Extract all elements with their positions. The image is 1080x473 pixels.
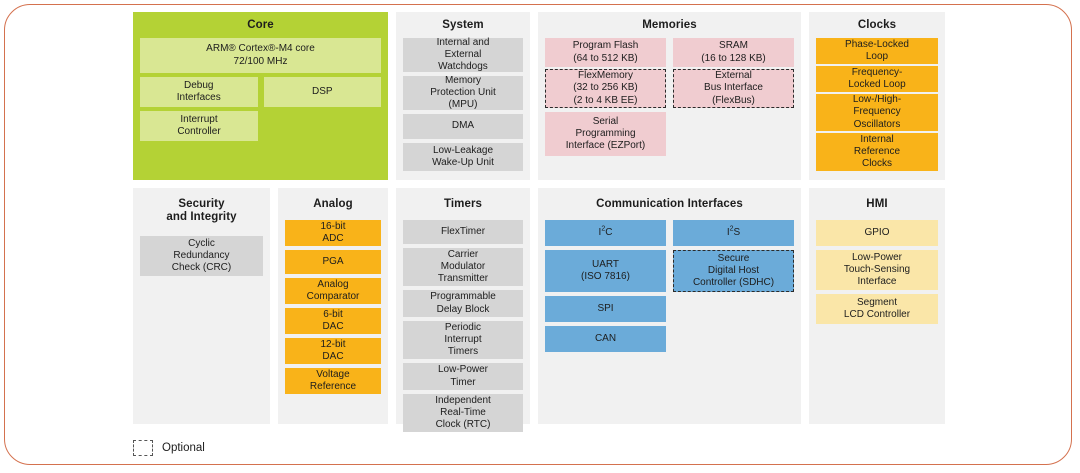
panel-system: System Internal and External Watchdogs M… bbox=[396, 12, 530, 180]
panel-timers: Timers FlexTimer Carrier Modulator Trans… bbox=[396, 188, 530, 432]
block-serial-programming-interface-ezport: Serial Programming Interface (EZPort) bbox=[545, 112, 666, 156]
block-independent-real-time-clock-rtc: Independent Real-Time Clock (RTC) bbox=[403, 394, 523, 432]
panel-security-title: Security and Integrity bbox=[166, 198, 237, 223]
panel-analog-title: Analog bbox=[313, 198, 353, 210]
block-segment-lcd-controller: Segment LCD Controller bbox=[816, 294, 938, 324]
panel-core-title: Core bbox=[247, 19, 274, 31]
block-6-bit-dac: 6-bit DAC bbox=[285, 308, 381, 334]
block-low-power-touch-sensing-interface: Low-Power Touch-Sensing Interface bbox=[816, 250, 938, 290]
block-low-leakage-wake-up-unit: Low-Leakage Wake-Up Unit bbox=[403, 143, 523, 171]
block-program-flash: Program Flash (64 to 512 KB) bbox=[545, 38, 666, 67]
block-analog-comparator: Analog Comparator bbox=[285, 278, 381, 304]
block-cyclic-redundancy-check-crc: Cyclic Redundancy Check (CRC) bbox=[140, 236, 263, 276]
block-internal-reference-clocks: Internal Reference Clocks bbox=[816, 133, 938, 171]
panel-memories-title: Memories bbox=[642, 19, 697, 31]
block-pga: PGA bbox=[285, 250, 381, 274]
panel-security-and-integrity: Security and Integrity Cyclic Redundancy… bbox=[133, 188, 270, 424]
panel-memories: Memories Program Flash (64 to 512 KB) Fl… bbox=[538, 12, 801, 180]
block-can: CAN bbox=[545, 326, 666, 352]
block-16-bit-adc: 16-bit ADC bbox=[285, 220, 381, 246]
block-dma: DMA bbox=[403, 114, 523, 139]
block-debug-interfaces: Debug Interfaces bbox=[140, 77, 258, 107]
panel-communication-interfaces: Communication Interfaces I2C UART (ISO 7… bbox=[538, 188, 801, 424]
block-memory-protection-unit: Memory Protection Unit (MPU) bbox=[403, 75, 523, 110]
legend: Optional bbox=[133, 440, 205, 456]
block-spi: SPI bbox=[545, 296, 666, 322]
block-frequency-locked-loop: Frequency- Locked Loop bbox=[816, 66, 938, 92]
memories-right-column: SRAM (16 to 128 KB) External Bus Interfa… bbox=[673, 38, 794, 160]
block-programmable-delay-block: Programmable Delay Block bbox=[403, 290, 523, 317]
block-interrupt-controller: Interrupt Controller bbox=[140, 111, 258, 141]
block-i2c: I2C bbox=[545, 220, 666, 246]
panel-clocks-title: Clocks bbox=[857, 19, 897, 31]
diagram-frame bbox=[4, 4, 1072, 465]
block-gpio: GPIO bbox=[816, 220, 938, 246]
communication-left-column: I2C UART (ISO 7816) SPI CAN bbox=[545, 220, 666, 356]
panel-core: Core ARM® Cortex®-M4 core 72/100 MHz Deb… bbox=[133, 12, 388, 180]
legend-optional-label: Optional bbox=[162, 442, 205, 454]
block-flexmemory: FlexMemory (32 to 256 KB) (2 to 4 KB EE) bbox=[545, 69, 666, 108]
block-low-power-timer: Low-Power Timer bbox=[403, 363, 523, 390]
block-voltage-reference: Voltage Reference bbox=[285, 368, 381, 394]
dashed-optional-swatch-icon bbox=[133, 440, 153, 456]
block-secure-digital-host-controller-sdhc: Secure Digital Host Controller (SDHC) bbox=[673, 250, 794, 292]
block-sram: SRAM (16 to 128 KB) bbox=[673, 38, 794, 67]
block-arm-cortex-m4-core: ARM® Cortex®-M4 core 72/100 MHz bbox=[140, 38, 381, 73]
block-carrier-modulator-transmitter: Carrier Modulator Transmitter bbox=[403, 248, 523, 286]
panel-clocks: Clocks Phase-Locked Loop Frequency- Lock… bbox=[809, 12, 945, 180]
block-internal-external-watchdogs: Internal and External Watchdogs bbox=[403, 37, 523, 72]
block-flextimer: FlexTimer bbox=[403, 220, 523, 244]
panel-system-title: System bbox=[442, 19, 484, 31]
communication-right-column: I2S Secure Digital Host Controller (SDHC… bbox=[673, 220, 794, 356]
block-12-bit-dac: 12-bit DAC bbox=[285, 338, 381, 364]
block-diagram-canvas: Core ARM® Cortex®-M4 core 72/100 MHz Deb… bbox=[133, 12, 945, 432]
memories-left-column: Program Flash (64 to 512 KB) FlexMemory … bbox=[545, 38, 666, 160]
block-i2c-label: I2C bbox=[598, 225, 613, 238]
block-dsp: DSP bbox=[263, 77, 381, 107]
block-i2s-label: I2S bbox=[726, 225, 741, 238]
panel-timers-title: Timers bbox=[443, 198, 483, 210]
block-low-high-frequency-oscillators: Low-/High- Frequency Oscillators bbox=[816, 94, 938, 131]
panel-hmi: HMI GPIO Low-Power Touch-Sensing Interfa… bbox=[809, 188, 945, 424]
block-i2s: I2S bbox=[673, 220, 794, 246]
block-phase-locked-loop: Phase-Locked Loop bbox=[816, 38, 938, 64]
panel-communication-title: Communication Interfaces bbox=[596, 198, 743, 210]
block-periodic-interrupt-timers: Periodic Interrupt Timers bbox=[403, 321, 523, 359]
block-external-bus-interface-flexbus: External Bus Interface (FlexBus) bbox=[673, 69, 794, 108]
block-uart: UART (ISO 7816) bbox=[545, 250, 666, 292]
panel-hmi-title: HMI bbox=[866, 198, 888, 210]
panel-analog: Analog 16-bit ADC PGA Analog Comparator … bbox=[278, 188, 388, 424]
